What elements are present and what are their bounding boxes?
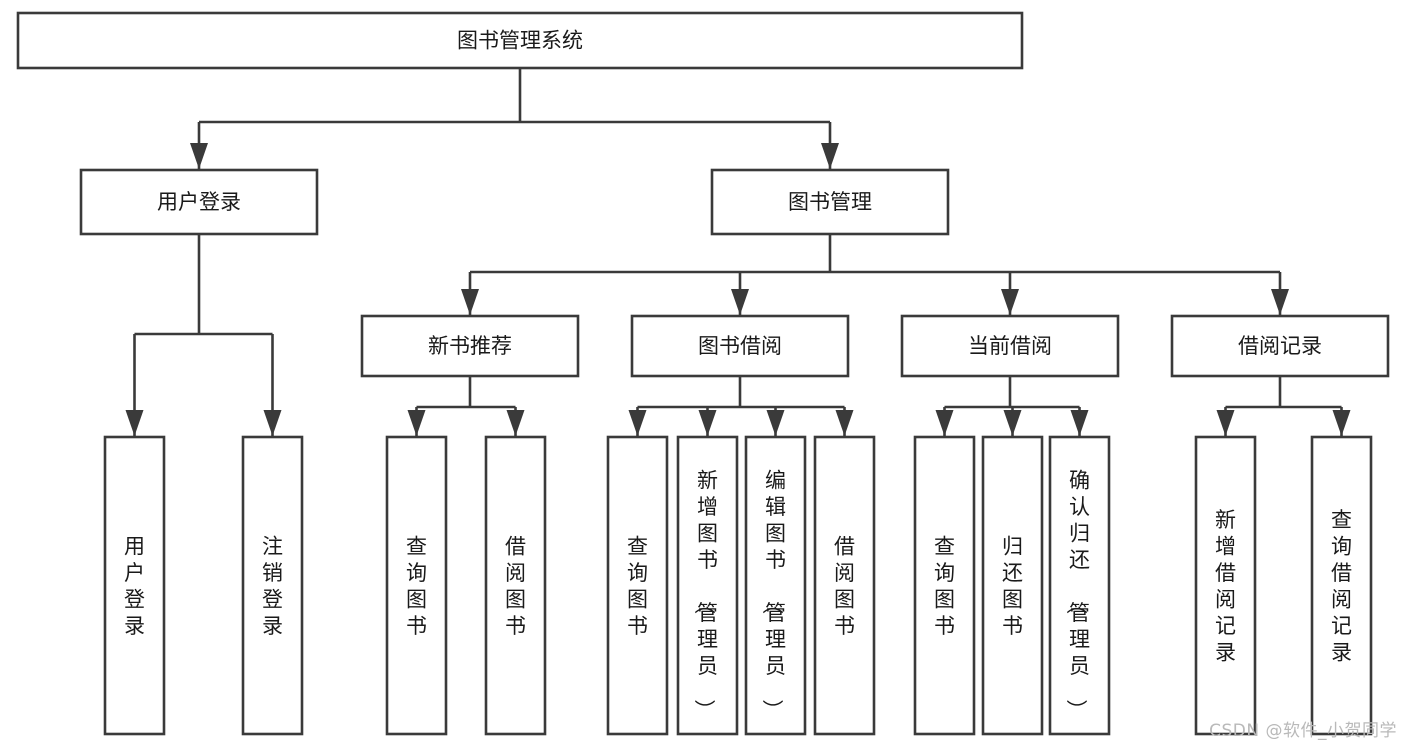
node-label: 新增借阅记录 [1215, 508, 1236, 665]
arrow-head-icon [835, 410, 854, 436]
node-level2-1[interactable]: 图书管理 [710, 168, 950, 236]
arrow-head-icon [1216, 410, 1235, 436]
arrow-head-icon [125, 410, 144, 436]
node-box [900, 314, 1120, 378]
arrow-head-icon [766, 410, 785, 436]
node-box [16, 11, 1024, 70]
arrow-head-icon [628, 410, 647, 436]
node-leaf-1[interactable]: 注销登录 [241, 435, 304, 736]
node-label: 查询借阅记录 [1331, 508, 1352, 665]
node-leaf-7[interactable]: 借阅图书 [813, 435, 876, 736]
node-box [676, 435, 739, 736]
node-box [1048, 435, 1111, 736]
node-box [913, 435, 976, 736]
node-level3-0[interactable]: 新书推荐 [360, 314, 580, 378]
arrow-head-icon [935, 410, 954, 436]
node-box [606, 435, 669, 736]
node-label: 图书管理系统 [457, 29, 583, 53]
arrow-head-icon [407, 410, 426, 436]
node-leaf-9[interactable]: 归还图书 [981, 435, 1044, 736]
arrow-head-icon [1070, 410, 1089, 436]
node-leaf-0[interactable]: 用户登录 [103, 435, 166, 736]
node-box [981, 435, 1044, 736]
node-box [484, 435, 547, 736]
node-label: 借阅图书 [834, 535, 855, 639]
arrow-head-icon [506, 410, 525, 436]
node-box [385, 435, 448, 736]
node-label: 确认归还（管理员） [1064, 468, 1090, 720]
node-box [813, 435, 876, 736]
arrow-head-icon [698, 410, 717, 436]
node-leaf-2[interactable]: 查询图书 [385, 435, 448, 736]
node-label: 查询图书 [627, 535, 648, 639]
node-box [710, 168, 950, 236]
node-label: 图书管理 [788, 190, 872, 214]
arrow-head-icon [731, 289, 749, 315]
node-level3-2[interactable]: 当前借阅 [900, 314, 1120, 378]
arrow-head-icon [1332, 410, 1351, 436]
node-label: 用户登录 [157, 190, 241, 214]
node-leaf-10[interactable]: 确认归还（管理员） [1048, 435, 1111, 736]
node-layer: 图书管理系统用户登录图书管理新书推荐图书借阅当前借阅借阅记录用户登录注销登录查询… [16, 11, 1390, 736]
node-label: 新书推荐 [428, 334, 512, 358]
arrow-head-icon [1271, 289, 1289, 315]
node-box [79, 168, 319, 236]
arrow-head-icon [461, 289, 479, 315]
arrow-head-icon [1001, 289, 1019, 315]
node-level3-1[interactable]: 图书借阅 [630, 314, 850, 378]
node-label: 新增图书（管理员） [692, 468, 718, 720]
node-label: 编辑图书（管理员） [760, 468, 786, 720]
node-box [360, 314, 580, 378]
node-leaf-12[interactable]: 查询借阅记录 [1310, 435, 1373, 736]
node-box [1310, 435, 1373, 736]
node-box [103, 435, 166, 736]
node-leaf-5[interactable]: 新增图书（管理员） [676, 435, 739, 736]
node-leaf-3[interactable]: 借阅图书 [484, 435, 547, 736]
arrow-head-icon [1003, 410, 1022, 436]
node-leaf-4[interactable]: 查询图书 [606, 435, 669, 736]
arrow-head-icon [190, 143, 208, 169]
arrow-head-icon [821, 143, 839, 169]
node-label: 查询图书 [934, 535, 955, 639]
node-label: 注销登录 [262, 535, 283, 639]
node-box [744, 435, 807, 736]
node-level2-0[interactable]: 用户登录 [79, 168, 319, 236]
connector-layer [125, 68, 1351, 436]
node-label: 借阅图书 [505, 535, 526, 639]
node-leaf-11[interactable]: 新增借阅记录 [1194, 435, 1257, 736]
node-label: 用户登录 [124, 535, 145, 639]
node-label: 查询图书 [406, 535, 427, 639]
arrow-head-icon [263, 410, 282, 436]
node-leaf-6[interactable]: 编辑图书（管理员） [744, 435, 807, 736]
node-box [241, 435, 304, 736]
node-label: 借阅记录 [1238, 334, 1322, 358]
node-box [1194, 435, 1257, 736]
node-box [1170, 314, 1390, 378]
node-leaf-8[interactable]: 查询图书 [913, 435, 976, 736]
watermark-label: CSDN @软件_小贺同学 [1209, 721, 1397, 741]
node-label: 归还图书 [1002, 535, 1023, 639]
node-label: 当前借阅 [968, 334, 1052, 358]
node-label: 图书借阅 [698, 334, 782, 358]
node-root-0[interactable]: 图书管理系统 [16, 11, 1024, 70]
node-level3-3[interactable]: 借阅记录 [1170, 314, 1390, 378]
node-box [630, 314, 850, 378]
